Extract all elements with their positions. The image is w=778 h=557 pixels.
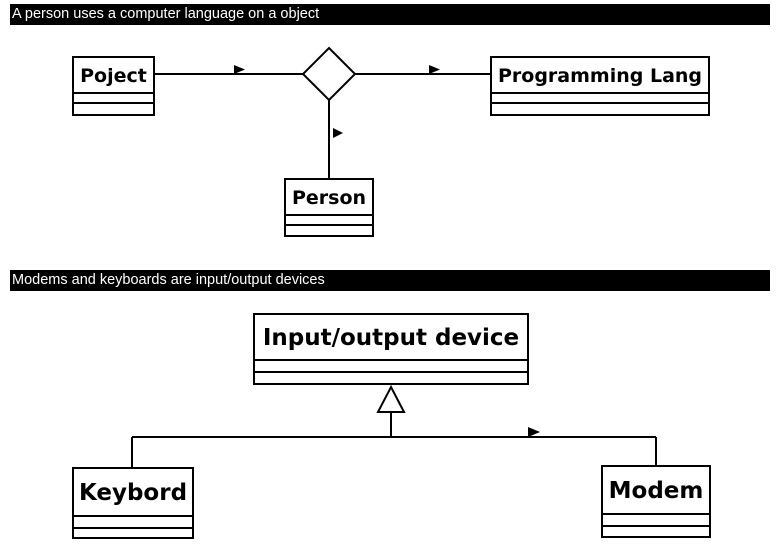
direction-arrow-icon (333, 128, 343, 138)
caption-person-uses-language: A person uses a computer language on a o… (10, 4, 770, 25)
class-attributes-compartment (74, 94, 153, 104)
class-operations-compartment (603, 527, 709, 536)
class-name-person: Person (286, 180, 372, 216)
class-name-keyboard: Keybord (74, 469, 192, 517)
class-attributes-compartment (255, 361, 527, 373)
class-name-programming-lang: Programming Lang (492, 58, 708, 94)
direction-arrow-icon (234, 65, 245, 74)
class-operations-compartment (74, 104, 153, 112)
class-attributes-compartment (74, 517, 192, 529)
class-attributes-compartment (286, 216, 372, 226)
class-operations-compartment (286, 226, 372, 233)
class-operations-compartment (74, 529, 192, 537)
generalization-triangle-icon (376, 384, 406, 413)
class-io-device: Input/output device (253, 313, 529, 385)
direction-arrow-icon (528, 427, 540, 437)
direction-arrow-icon (429, 65, 440, 74)
class-keyboard: Keybord (72, 467, 194, 539)
caption-io-devices: Modems and keyboards are input/output de… (10, 270, 770, 291)
class-operations-compartment (492, 104, 708, 112)
class-programming-lang: Programming Lang (490, 56, 710, 116)
class-attributes-compartment (603, 515, 709, 527)
class-name-io-device: Input/output device (255, 315, 527, 361)
class-project: Poject (72, 56, 155, 116)
class-name-modem: Modem (603, 467, 709, 515)
class-modem: Modem (601, 465, 711, 538)
class-operations-compartment (255, 373, 527, 381)
class-person: Person (284, 178, 374, 237)
class-name-project: Poject (74, 58, 153, 94)
class-attributes-compartment (492, 94, 708, 104)
ternary-association-diamond (301, 46, 357, 102)
